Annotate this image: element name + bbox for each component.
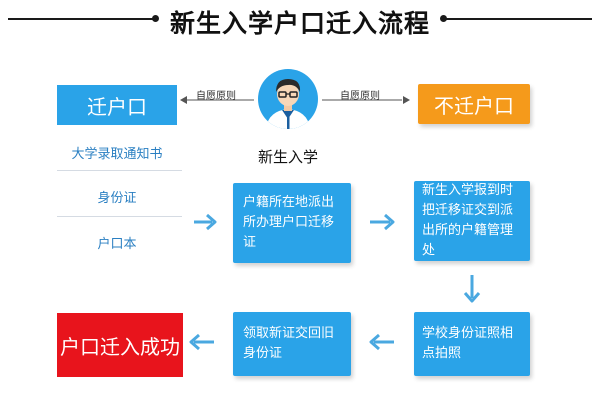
arrow-step4-to-result bbox=[189, 333, 214, 351]
option-move-hukou: 迁户口 bbox=[57, 85, 177, 125]
student-label: 新生入学 bbox=[257, 148, 318, 166]
step-collect-new-id: 领取新证交回旧身份证 bbox=[233, 312, 351, 376]
principle-right-label: 自愿原则 bbox=[340, 91, 380, 102]
arrow-materials-to-step1 bbox=[194, 213, 217, 231]
arrow-step2-to-step3 bbox=[463, 275, 481, 303]
step-submit-certificate-at-enrollment: 新生入学报到时把迁移证交到派出所的户籍管理处 bbox=[414, 181, 530, 261]
step-id-photo: 学校身份证照相点拍照 bbox=[414, 312, 530, 376]
principle-left-label: 自愿原则 bbox=[196, 91, 236, 102]
option-not-move-hukou: 不迁户口 bbox=[418, 84, 530, 124]
title-rule-right-dot bbox=[440, 15, 447, 22]
arrow-step1-to-step2 bbox=[370, 213, 395, 231]
material-divider-1 bbox=[57, 170, 182, 171]
material-household-register: 户口本 bbox=[97, 237, 137, 252]
student-avatar-icon bbox=[258, 69, 318, 129]
arrow-step3-to-step4 bbox=[369, 333, 394, 351]
title-rule-left-dot bbox=[152, 15, 159, 22]
title-rule-right bbox=[444, 18, 592, 20]
result-hukou-moved-success: 户口迁入成功 bbox=[57, 313, 183, 377]
step-police-station-certificate: 户籍所在地派出所办理户口迁移证 bbox=[233, 183, 351, 263]
title-rule-left bbox=[8, 18, 158, 20]
page-title: 新生入学户口迁入流程 bbox=[169, 9, 430, 38]
material-admission-letter: 大学录取通知书 bbox=[71, 147, 163, 162]
material-id-card: 身份证 bbox=[97, 191, 137, 206]
material-divider-2 bbox=[57, 216, 182, 217]
